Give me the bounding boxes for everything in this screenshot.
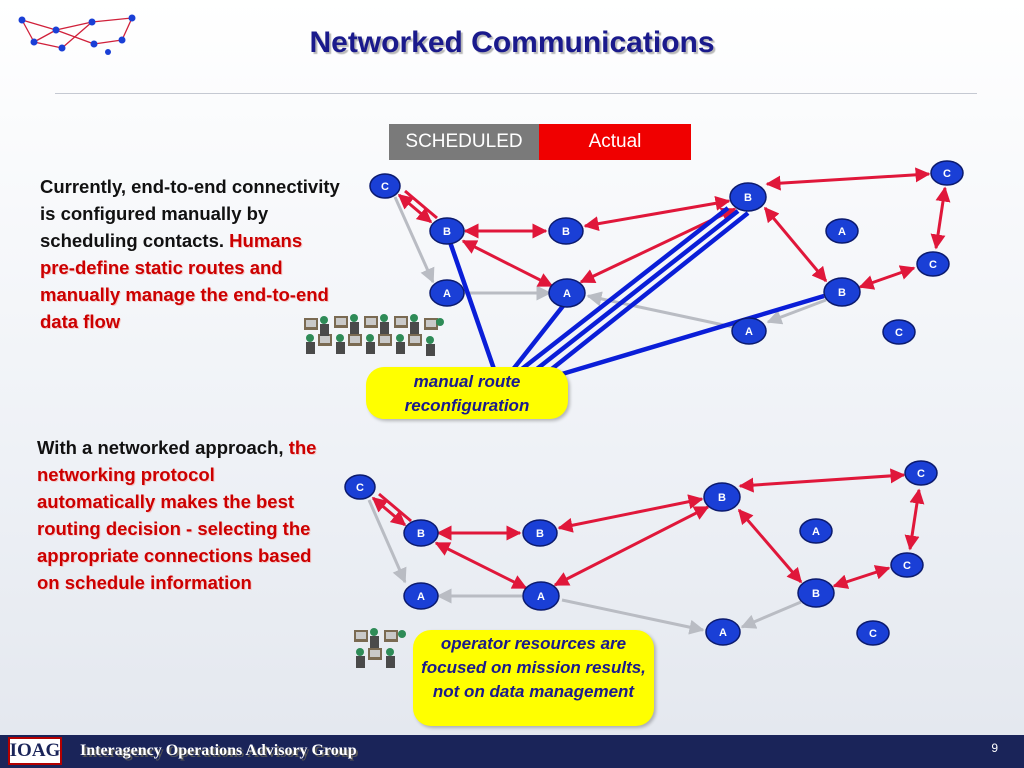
top-link-red <box>404 189 438 220</box>
node-bottom-a3: A <box>799 518 833 544</box>
node-bottom-b1: B <box>403 519 439 547</box>
svg-text:C: C <box>356 482 364 494</box>
svg-text:C: C <box>869 628 877 640</box>
top-link-blue <box>546 211 750 374</box>
bottom-link-red <box>904 488 925 551</box>
svg-text:C: C <box>917 468 925 480</box>
svg-text:B: B <box>443 226 451 238</box>
bottom-link-gray <box>561 598 705 635</box>
network-logo-icon <box>18 14 136 55</box>
bottom-link-red <box>553 505 710 587</box>
top-link-blue <box>447 241 498 373</box>
node-top-b4: B <box>823 277 861 307</box>
node-top-b1: B <box>429 217 465 245</box>
node-top-a1: A <box>429 279 465 307</box>
node-top-b3: B <box>729 182 767 212</box>
node-bottom-b4: B <box>797 578 835 608</box>
node-top-c3: C <box>916 251 950 277</box>
node-top-b2: B <box>548 217 584 245</box>
bottom-link-red <box>378 492 412 523</box>
bottom-link-red <box>434 541 528 590</box>
top-link-red <box>858 265 916 290</box>
top-link-gray <box>766 298 827 325</box>
top-diagram-links <box>393 167 951 377</box>
node-bottom-a2: A <box>522 581 560 611</box>
network-diagrams: C B B A A B A C C B A C C B B A A B A C … <box>344 160 964 646</box>
legend: SCHEDULED Actual <box>389 124 691 160</box>
bottom-link-red <box>557 494 704 533</box>
svg-text:A: A <box>443 288 451 300</box>
text-block-manual-plain: Currently, end-to-end connectivity is co… <box>40 176 340 251</box>
top-link-red <box>461 239 554 288</box>
bottom-diagram-nodes: C B B A A B A C C B A C <box>344 460 938 646</box>
node-bottom-c4: C <box>856 620 890 646</box>
operators-crowd-icon <box>304 314 444 356</box>
slide-title: Networked Communications <box>309 26 715 59</box>
node-bottom-c2: C <box>904 460 938 486</box>
node-top-a3: A <box>825 218 859 244</box>
page-number: 9 <box>991 741 998 755</box>
top-diagram-nodes: C B B A A B A C C B A C <box>369 160 964 345</box>
svg-text:B: B <box>562 226 570 238</box>
node-top-a2: A <box>548 278 586 308</box>
top-link-blue <box>531 209 740 374</box>
operators-small-icon <box>354 628 406 668</box>
bottom-link-red <box>737 508 803 584</box>
top-link-red <box>397 193 433 224</box>
svg-text:A: A <box>838 226 846 238</box>
bottom-diagram-links <box>367 468 925 635</box>
svg-text:B: B <box>536 528 544 540</box>
top-link-red <box>930 186 951 250</box>
ioag-logo: IOAG <box>8 737 62 765</box>
svg-text:C: C <box>903 560 911 572</box>
node-bottom-b2: B <box>522 519 558 547</box>
svg-text:C: C <box>943 168 951 180</box>
bottom-link-red <box>832 565 891 589</box>
svg-text:B: B <box>744 192 752 204</box>
svg-text:C: C <box>929 259 937 271</box>
node-bottom-b3: B <box>703 482 741 512</box>
text-block-networked: With a networked approach, the networkin… <box>37 434 327 596</box>
legend-scheduled: SCHEDULED <box>389 124 539 160</box>
top-link-red <box>763 206 828 283</box>
svg-text:A: A <box>537 591 545 603</box>
text-block-networked-highlight: the networking protocol automatically ma… <box>37 437 317 593</box>
svg-text:C: C <box>381 181 389 193</box>
footer-organization: Interagency Operations Advisory Group <box>80 742 357 759</box>
top-link-blue <box>509 304 565 374</box>
svg-text:A: A <box>563 288 571 300</box>
legend-actual: Actual <box>539 124 691 160</box>
node-top-c2: C <box>930 160 964 186</box>
node-top-a4: A <box>731 317 767 345</box>
svg-text:B: B <box>812 588 820 600</box>
callout-operator-resources: operator resources are focused on missio… <box>413 630 654 726</box>
node-bottom-c1: C <box>344 474 376 500</box>
svg-text:A: A <box>745 326 753 338</box>
svg-text:A: A <box>812 526 820 538</box>
bottom-link-red <box>371 496 407 527</box>
node-top-c4: C <box>882 319 916 345</box>
bottom-link-red <box>738 468 906 493</box>
text-block-manual-highlight: Humans pre-define static routes and manu… <box>40 230 329 332</box>
svg-text:A: A <box>417 591 425 603</box>
svg-text:C: C <box>895 327 903 339</box>
node-top-c1: C <box>369 173 401 199</box>
svg-text:B: B <box>417 528 425 540</box>
svg-text:B: B <box>718 492 726 504</box>
bottom-link-gray <box>740 600 802 629</box>
text-block-manual: Currently, end-to-end connectivity is co… <box>40 173 340 335</box>
title-divider <box>55 93 977 94</box>
top-link-red <box>765 167 931 191</box>
node-bottom-a4: A <box>705 618 741 646</box>
text-block-networked-plain: With a networked approach, <box>37 437 289 458</box>
footer-bar: IOAG Interagency Operations Advisory Gro… <box>0 735 1024 768</box>
node-bottom-a1: A <box>403 582 439 610</box>
svg-text:A: A <box>719 627 727 639</box>
callout-manual-route: manual route reconfiguration <box>366 367 568 419</box>
top-link-blue <box>516 206 730 374</box>
svg-text:B: B <box>838 287 846 299</box>
node-bottom-c3: C <box>890 552 924 578</box>
top-link-blue <box>561 293 825 377</box>
